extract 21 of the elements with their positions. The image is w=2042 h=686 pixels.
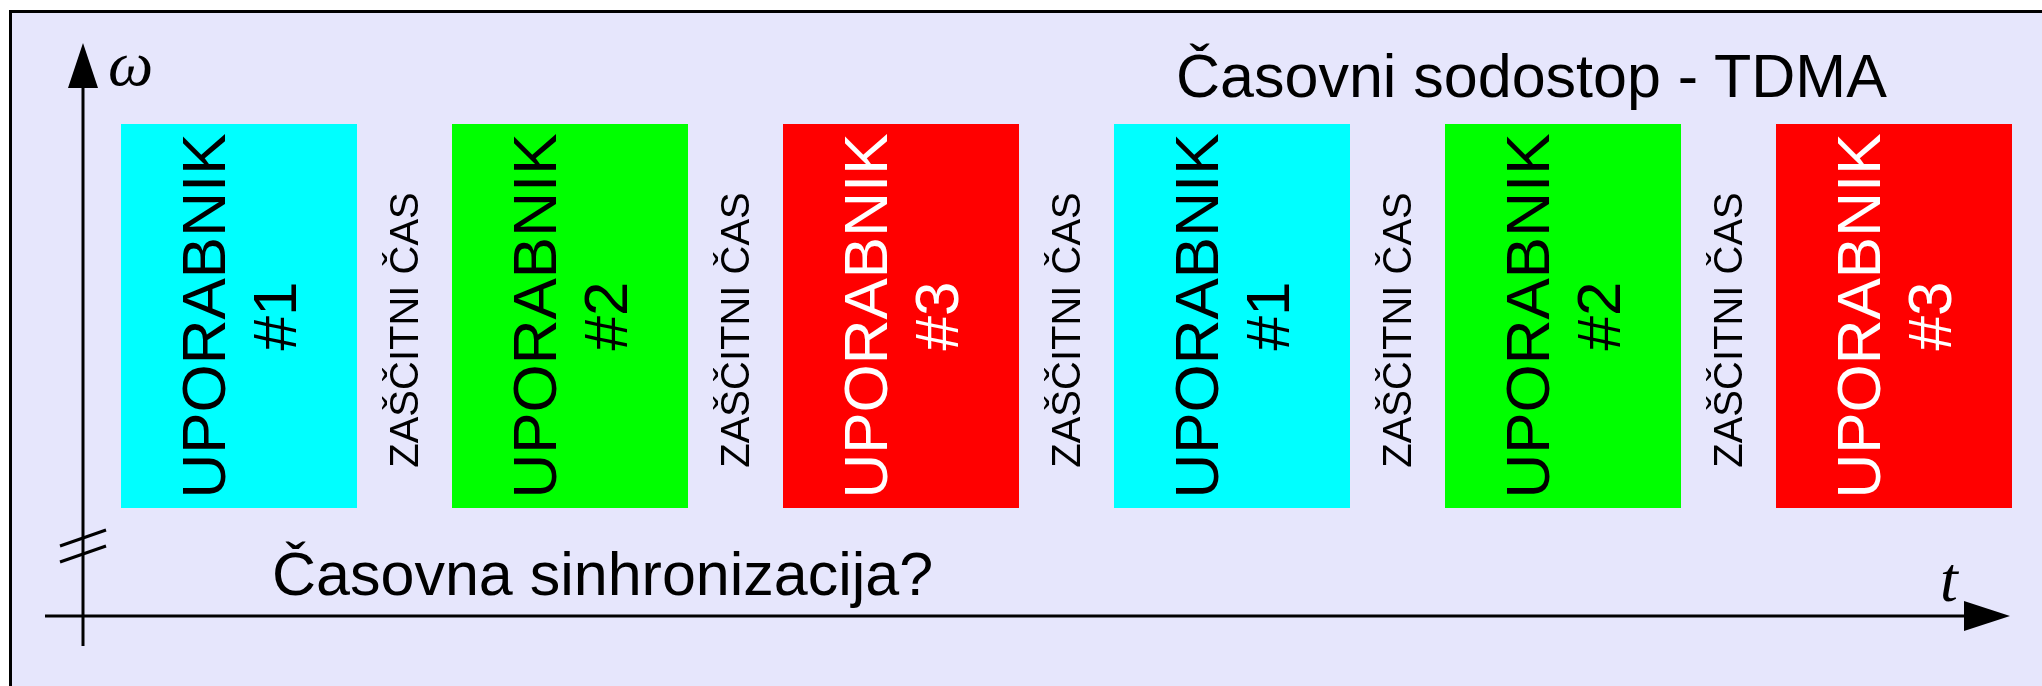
user-label: UPORABNIK #1 [1161,132,1303,501]
time-slot [1445,124,1681,508]
user-label: UPORABNIK #2 [499,132,641,501]
time-slot [121,124,357,508]
axis-label: ω [108,32,154,96]
guard-time-label: ZAŠČITNI ČAS [381,192,427,468]
question-text: Časovna sinhronizacija? [272,540,934,608]
guard-time-label: ZAŠČITNI ČAS [712,192,758,468]
time-slot [452,124,688,508]
guard-time-label: ZAŠČITNI ČAS [1374,192,1420,468]
user-label: UPORABNIK #2 [1492,132,1634,501]
user-label: UPORABNIK #1 [168,132,310,501]
guard-time-label: ZAŠČITNI ČAS [1043,192,1089,468]
user-label: UPORABNIK #3 [830,132,972,501]
time-slot [783,124,1019,508]
user-label: UPORABNIK #3 [1823,132,1965,501]
diagram-title: Časovni sodostop - TDMA [1176,42,1887,110]
time-slot [1776,124,2012,508]
axis-label: t [1940,548,1958,612]
guard-time-label: ZAŠČITNI ČAS [1705,192,1751,468]
time-slot [1114,124,1350,508]
